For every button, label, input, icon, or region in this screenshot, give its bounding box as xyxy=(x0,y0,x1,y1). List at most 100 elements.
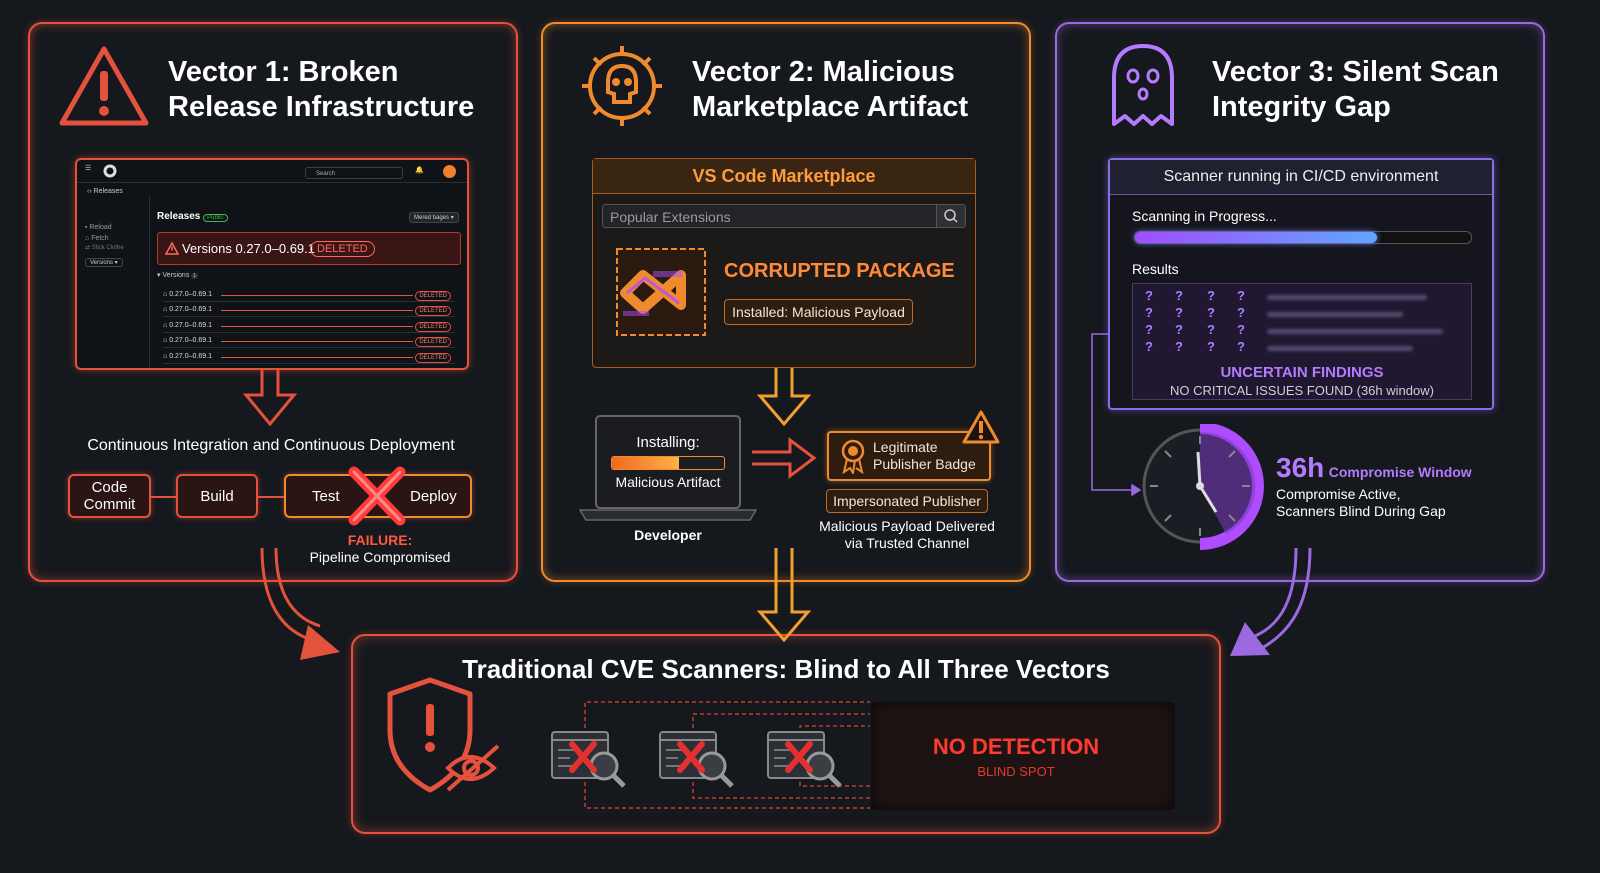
marketplace-search-input[interactable]: Popular Extensions xyxy=(602,204,966,228)
version-text: 0.27.0–0.69.1 xyxy=(169,291,213,298)
scan-progress-fill xyxy=(1135,232,1377,243)
sidebar-item-reload[interactable]: ▪ Reload xyxy=(85,224,112,231)
scanner-title: Scanner running in CI/CD environment xyxy=(1110,160,1492,195)
vector2-title-line1: Vector 2: Malicious xyxy=(692,56,955,88)
window-desc-line2: Scanners Blind During Gap xyxy=(1276,503,1446,519)
version-status: DELETED xyxy=(415,353,451,363)
version-text: 0.27.0–0.69.1 xyxy=(169,306,213,313)
avatar[interactable] xyxy=(443,165,456,178)
delivered-line2: via Trusted Channel xyxy=(844,535,970,551)
releases-label: Releases xyxy=(157,211,201,222)
bottom-title: Traditional CVE Scanners: Blind to All T… xyxy=(462,654,1110,684)
search-placeholder: Popular Extensions xyxy=(610,209,731,225)
vector3-title-line1: Vector 3: Silent Scan xyxy=(1212,56,1499,88)
version-row[interactable]: ⌂ 0.27.0–0.69.1 DELETED xyxy=(163,289,455,302)
bell-icon[interactable]: 🔔 xyxy=(415,167,424,174)
artifact-label: Malicious Artifact xyxy=(615,474,721,490)
sidebar-item-label: Reload xyxy=(89,224,112,231)
failure-note: FAILURE: Pipeline Compromised xyxy=(300,532,460,566)
question-icon: ? xyxy=(1237,339,1245,354)
failure-text: Pipeline Compromised xyxy=(309,549,451,565)
merge-button[interactable]: Mered bages ▾ xyxy=(409,212,459,223)
version-status: DELETED xyxy=(415,306,451,316)
vector3-title-line2: Integrity Gap xyxy=(1212,91,1391,123)
vector1-title-line2: Release Infrastructure xyxy=(168,91,475,123)
stage-test-deploy: Test Deploy xyxy=(284,474,472,518)
stage-test: Test xyxy=(312,487,340,505)
scanner-fail-icon xyxy=(767,731,842,788)
question-icon: ? xyxy=(1145,288,1153,303)
sidebar-item-stick[interactable]: ⇄ Stick Clothe xyxy=(85,245,124,251)
github-icon xyxy=(103,164,117,178)
github-sidebar: ▪ Reload ⌂ Fetch ⇄ Stick Clothe Versions… xyxy=(77,196,150,368)
vector1-title-line1: Vector 1: Broken xyxy=(168,56,399,88)
deleted-banner: Versions 0.27.0–0.69.1 DELETED xyxy=(157,232,461,265)
publisher-badge: Legitimate Publisher Badge xyxy=(827,431,991,481)
question-icon: ? xyxy=(1175,288,1183,303)
tag-icon: ⌂ xyxy=(163,291,168,298)
curved-arrow-icon xyxy=(1230,547,1312,656)
corrupted-package-icon xyxy=(616,248,706,336)
question-icon: ? xyxy=(1207,322,1215,337)
warning-icon xyxy=(962,410,1000,444)
versions-label: Versions xyxy=(162,272,190,279)
results-label: Results xyxy=(1132,261,1179,277)
github-search-input[interactable]: Search xyxy=(305,167,403,179)
github-search-text: Search xyxy=(316,171,336,177)
scan-progress-label: Scanning in Progress... xyxy=(1132,208,1277,224)
sidebar-item-fetch[interactable]: ⌂ Fetch xyxy=(85,235,109,242)
question-icon: ? xyxy=(1175,339,1183,354)
pipeline-label: Continuous Integration and Continuous De… xyxy=(87,437,455,454)
github-topbar: ☰ Search 🔔 xyxy=(77,160,467,183)
shield-eye-icon xyxy=(387,677,500,793)
tag-icon: ⌂ xyxy=(163,337,168,344)
question-icon: ? xyxy=(1175,305,1183,320)
blurred-finding xyxy=(1267,295,1427,300)
version-status: DELETED xyxy=(415,337,451,347)
vector2-panel xyxy=(541,22,1031,582)
curved-arrow-icon xyxy=(260,547,340,660)
breadcrumb[interactable]: ‹› Releases xyxy=(87,188,123,195)
ribbon-badge-icon xyxy=(841,439,865,474)
scanner-fail-icon xyxy=(551,731,626,788)
marketplace-title: VS Code Marketplace xyxy=(593,159,975,194)
versions-dropdown-label: Versions xyxy=(90,260,114,266)
skull-gear-icon xyxy=(582,46,662,126)
tag-icon: ⌂ xyxy=(163,306,168,313)
failure-label: FAILURE: xyxy=(347,532,413,548)
versions-heading: ▾ Versions 1 xyxy=(157,272,199,279)
github-releases-window: ☰ Search 🔔 ‹› Releases ▪ Reload ⌂ Fetch … xyxy=(75,158,469,370)
menu-icon[interactable]: ☰ xyxy=(85,165,92,172)
vector1-panel xyxy=(28,22,518,582)
breadcrumb-text: Releases xyxy=(93,188,123,195)
question-icon: ? xyxy=(1207,305,1215,320)
tag-icon: ⌂ xyxy=(163,322,168,329)
install-progress-track xyxy=(611,456,725,470)
stage-code-commit: Code Commit xyxy=(68,474,151,518)
question-icon: ? xyxy=(1145,305,1153,320)
sidebar-item-label: Stick Clothe xyxy=(91,245,124,251)
install-progress-fill xyxy=(612,457,680,469)
vector3-title: Vector 3: Silent Scan Integrity Gap xyxy=(1212,55,1532,125)
search-icon xyxy=(944,209,958,223)
search-button[interactable] xyxy=(936,205,965,227)
uncertain-label: UNCERTAIN FINDINGS xyxy=(1220,364,1384,381)
question-icon: ? xyxy=(1207,288,1215,303)
impersonated-badge: Impersonated Publisher xyxy=(826,489,988,513)
versions-dropdown[interactable]: Versions ▾ xyxy=(85,258,123,267)
arrow-right-icon xyxy=(752,437,817,479)
clock-icon xyxy=(1142,424,1264,550)
window-desc-line1: Compromise Active, xyxy=(1276,486,1401,502)
ghost-icon xyxy=(1112,44,1174,126)
question-icon: ? xyxy=(1145,339,1153,354)
question-icon: ? xyxy=(1237,305,1245,320)
version-row[interactable]: ⌂ 0.27.0–0.69.1 DELETED xyxy=(163,304,455,317)
question-icon: ? xyxy=(1175,322,1183,337)
cve-scanner-panel xyxy=(351,634,1221,834)
version-status: DELETED xyxy=(415,291,451,301)
scan-progress-track xyxy=(1134,231,1472,244)
